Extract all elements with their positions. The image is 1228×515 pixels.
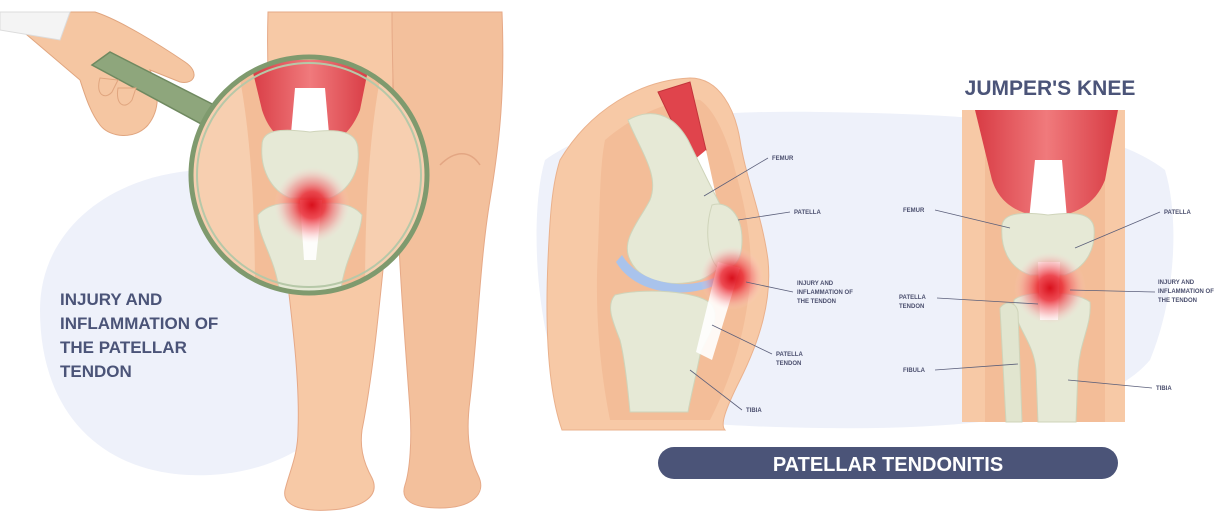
front-label-injury-3: THE TENDON [1158,298,1197,304]
front-label-fibula: FIBULA [903,368,926,374]
front-inflammation [1014,252,1086,324]
left-panel: INJURY AND INFLAMMATION OF THE PATELLAR … [0,12,503,510]
caption-line-2: INFLAMMATION OF [60,314,218,333]
side-inflammation [700,246,764,310]
front-label-patella: PATELLA [1164,210,1191,216]
side-label-injury-2: INFLAMMATION OF [797,290,853,296]
caption-line-4: TENDON [60,362,132,381]
caption-line-3: THE PATELLAR [60,338,187,357]
front-view-title: JUMPER'S KNEE [965,77,1136,100]
side-label-injury-1: INJURY AND [797,281,834,287]
front-label-injury-1: INJURY AND [1158,280,1195,286]
front-label-tibia: TIBIA [1156,386,1172,392]
right-leg [392,12,503,508]
side-label-femur: FEMUR [772,156,794,162]
front-label-tendon-2: TENDON [899,304,924,310]
side-label-tendon-2: TENDON [776,361,801,367]
front-label-injury-2: INFLAMMATION OF [1158,289,1214,295]
side-label-patella: PATELLA [794,210,821,216]
banner-title: PATELLAR TENDONITIS [773,454,1003,476]
title-banner: PATELLAR TENDONITIS [658,447,1118,479]
front-label-femur: FEMUR [903,208,925,214]
front-label-tendon-1: PATELLA [899,295,926,301]
side-label-tibia: TIBIA [746,408,762,414]
side-label-tendon-1: PATELLA [776,352,803,358]
caption-line-1: INJURY AND [60,290,162,309]
side-label-injury-3: THE TENDON [797,299,836,305]
